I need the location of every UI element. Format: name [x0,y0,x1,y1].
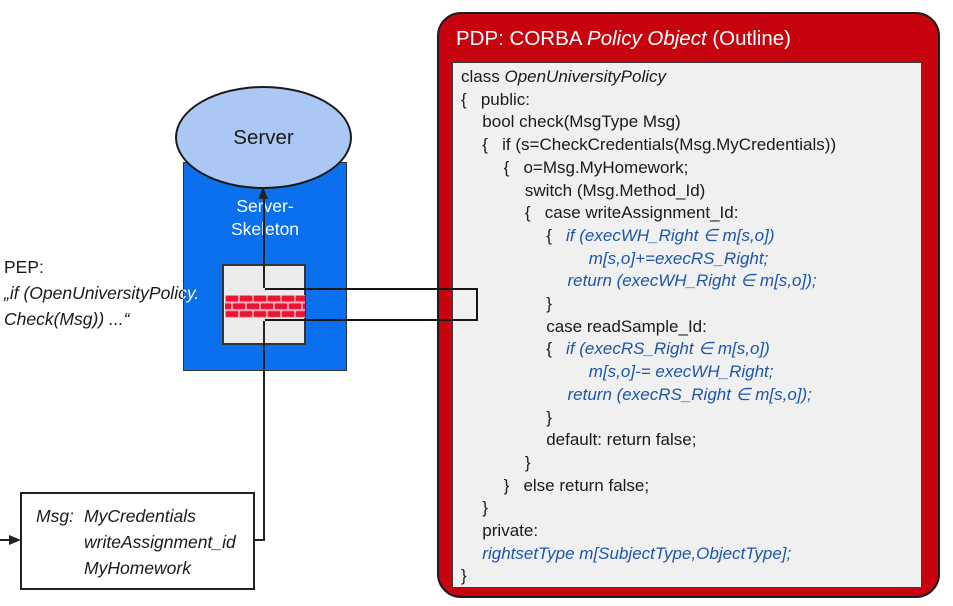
text-segment: private: [482,521,539,541]
code-line: } [461,293,921,316]
server-skeleton-label-line1: Server- [236,196,294,216]
text-segment: Policy Object [587,27,707,50]
text-segment: { case writeAssignment_Id: [524,203,739,223]
text-segment: bool check(MsgType Msg) [482,112,681,132]
msg-box-label: Msg: [36,506,74,526]
code-line: } else return false; [461,475,921,498]
pdp-code-box: class OpenUniversityPolicy{ public:bool … [452,62,922,588]
text-segment: case readSample_Id: [546,316,707,336]
pep-note-line3: Check(Msg)) ...“ [4,309,130,329]
pep-note-line2: „if (OpenUniversityPolicy. [4,283,200,303]
text-segment: return (execRS_Right ∈ m[s,o]); [567,384,812,404]
text-segment: if (execRS_Right ∈ m[s,o]) [566,339,770,359]
arrowhead-into-msg-icon [9,534,21,545]
pep-pdp-callout-band [265,288,478,321]
server-skeleton-label: Server- Skeleton [183,195,347,241]
code-line: m[s,o]-= execWH_Right; [461,361,921,384]
code-line: } [461,565,921,587]
code-line: } [461,497,921,520]
pdp-panel-title: PDP: CORBA Policy Object (Outline) [456,27,926,51]
pep-note-line2-overlay: „if (OpenUniversityPolicy. [4,283,200,303]
flow-line-skeleton-lower [263,321,265,540]
text-segment: { if (s=CheckCredentials(Msg.MyCredentia… [482,135,837,155]
code-line: { if (execWH_Right ∈ m[s,o]) [461,225,921,248]
text-segment: return (execWH_Right ∈ m[s,o]); [567,271,817,291]
list-item: writeAssignment_id [84,532,236,552]
pdp-code: class OpenUniversityPolicy{ public:bool … [461,66,921,587]
server-label: Server [233,125,294,149]
flow-line-msg-connector [254,539,265,541]
firewall-bricks-icon [225,295,305,318]
pep-note-line1: PEP: [4,257,44,277]
list-item: MyHomework [84,558,191,578]
server-skeleton-label-line2: Skeleton [183,218,347,241]
text-segment: m[s,o]+=execRS_Right; [588,248,769,268]
arrowhead-to-server-icon [258,187,268,199]
text-segment: class [461,67,505,86]
code-line: } [461,407,921,430]
code-line: rightsetType m[SubjectType,ObjectType]; [461,543,921,566]
list-item: MyCredentials [84,506,196,526]
code-line: default: return false; [461,429,921,452]
text-segment: m[s,o]-= execWH_Right; [588,362,774,382]
code-line: { if (s=CheckCredentials(Msg.MyCredentia… [461,134,921,157]
code-line: } [461,452,921,475]
text-segment: { o=Msg.MyHomework; [503,157,689,177]
text-segment: switch (Msg.Method_Id) [524,180,706,200]
flow-line-skeleton-upper [263,197,265,288]
text-segment: } [524,452,531,472]
code-line: case readSample_Id: [461,316,921,339]
text-segment: { public: [461,89,530,109]
code-line: class OpenUniversityPolicy [461,66,921,89]
text-segment: if (execWH_Right ∈ m[s,o]) [566,225,775,245]
text-segment: (Outline) [706,27,791,50]
code-line: m[s,o]+=execRS_Right; [461,248,921,271]
incoming-msg-line [0,539,11,541]
text-segment: } [461,566,467,586]
code-line: return (execWH_Right ∈ m[s,o]); [461,270,921,293]
code-line: switch (Msg.Method_Id) [461,180,921,203]
code-line: private: [461,520,921,543]
code-line: return (execRS_Right ∈ m[s,o]); [461,384,921,407]
text-segment: PDP: CORBA [456,27,588,50]
text-segment: } [482,498,488,518]
text-segment: { [546,339,567,359]
code-line: { case writeAssignment_Id: [461,202,921,225]
text-segment: OpenUniversityPolicy [504,67,667,86]
text-segment: } [546,294,552,314]
text-segment: { [546,225,567,245]
text-segment: } [546,407,552,427]
code-line: { if (execRS_Right ∈ m[s,o]) [461,338,921,361]
server-ellipse: Server [175,86,352,189]
text-segment: } else return false; [503,475,650,495]
code-line: { public: [461,89,921,112]
text-segment: rightsetType m[SubjectType,ObjectType]; [482,543,792,563]
text-segment: default: return false; [546,430,697,450]
code-line: bool check(MsgType Msg) [461,111,921,134]
code-line: { o=Msg.MyHomework; [461,157,921,180]
